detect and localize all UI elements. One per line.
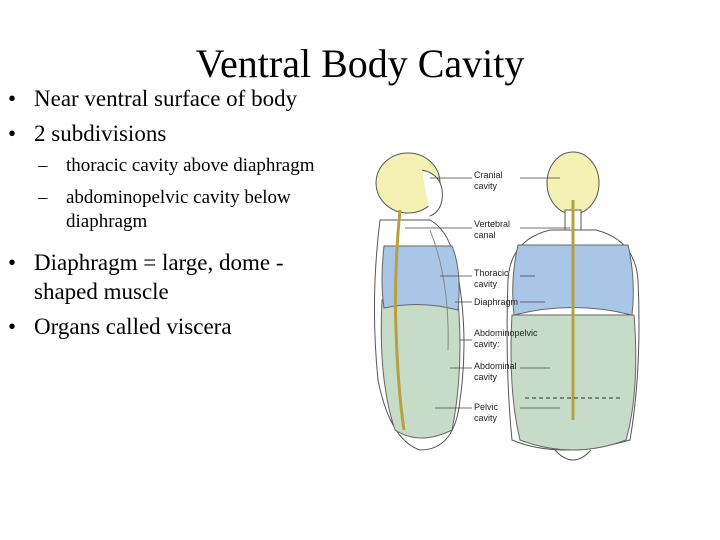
bullet-text: Near ventral surface of body — [34, 86, 298, 111]
label-abdominopelvic-cavity: cavity: — [474, 339, 500, 349]
label-thoracic-cavity: cavity — [474, 279, 498, 289]
sub-bullet-text: abdominopelvic cavity below diaphragm — [66, 187, 291, 232]
slide-title: Ventral Body Cavity — [195, 41, 525, 86]
sub-bullet-item: – thoracic cavity above diaphragm — [8, 154, 338, 178]
sub-bullet-text: thoracic cavity above diaphragm — [66, 155, 315, 176]
bullet-marker: • — [8, 250, 17, 275]
leader-lines — [405, 177, 570, 409]
bullet-item: • Organs called viscera — [8, 312, 338, 341]
label-vertebral-canal: canal — [474, 230, 496, 240]
label-abdominopelvic: Abdominopelvic — [474, 328, 538, 338]
bullet-item: • 2 subdivisions — [8, 119, 338, 148]
side-view-figure — [373, 152, 465, 451]
label-pelvic: Pelvic — [474, 402, 499, 412]
body-cavity-illustration: Cranial cavity Vertebral canal Thoracic … — [373, 151, 640, 461]
label-abdominal: Abdominal — [474, 361, 517, 371]
label-diaphragm: Diaphragm — [474, 297, 518, 307]
bullet-text: Organs called viscera — [34, 314, 232, 339]
sub-bullet-marker: – — [38, 155, 48, 176]
bullet-text: 2 subdivisions — [34, 121, 167, 146]
sub-bullet-marker: – — [38, 187, 48, 208]
bullet-text: Diaphragm = large, dome -shaped muscle — [34, 250, 284, 304]
bullet-marker: • — [8, 314, 17, 339]
bullet-list: • Near ventral surface of body • 2 subdi… — [8, 84, 338, 347]
label-cranial: Cranial — [474, 170, 503, 180]
bullet-item: • Diaphragm = large, dome -shaped muscle — [8, 248, 338, 306]
label-thoracic: Thoracic — [474, 268, 509, 278]
label-pelvic-cavity: cavity — [474, 413, 498, 423]
label-vertebral: Vertebral — [474, 219, 510, 229]
bullet-item: • Near ventral surface of body — [8, 84, 338, 113]
bullet-marker: • — [8, 121, 17, 146]
label-abdominal-cavity: cavity — [474, 372, 498, 382]
front-view-figure — [506, 151, 640, 461]
label-cranial-cavity: cavity — [474, 181, 498, 191]
bullet-marker: • — [8, 86, 17, 111]
side-thoracic-region — [381, 245, 460, 311]
sub-bullet-item: – abdominopelvic cavity below diaphragm — [8, 186, 338, 234]
